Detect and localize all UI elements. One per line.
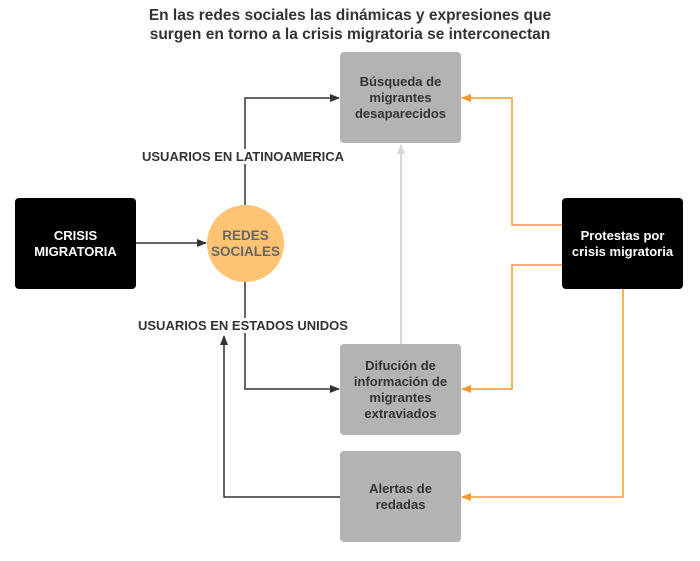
node-busqueda-migrantes[interactable]: Búsqueda de migrantes desaparecidos	[340, 52, 461, 143]
node-alertas-line-1: Alertas de	[369, 480, 432, 496]
title-line-1: En las redes sociales las dinámicas y ex…	[148, 7, 552, 24]
node-difusion-line-3: migrantes	[369, 389, 432, 405]
edge-protestas-to-busqueda	[461, 94, 562, 226]
node-crisis-line-1: CRISIS	[53, 227, 98, 243]
node-difusion-line-1: Difución de	[365, 357, 436, 373]
edge-protestas-to-difusion	[461, 264, 562, 393]
node-alertas-redadas[interactable]: Alertas de redadas	[340, 451, 461, 542]
edge-alertas-to-usuarios-usa	[220, 335, 340, 498]
node-redes-sociales[interactable]: REDES SOCIALES	[207, 205, 284, 282]
node-redes-line-1: REDES	[222, 227, 269, 243]
node-protestas-line-2: crisis migratoria	[571, 243, 674, 259]
node-difusion-line-2: información de	[353, 373, 448, 389]
node-busqueda-line-3: desaparecidos	[354, 105, 447, 121]
node-crisis-line-2: MIGRATORIA	[34, 243, 117, 259]
node-protestas-crisis[interactable]: Protestas por crisis migratoria	[562, 198, 683, 289]
diagram-title: En las redes sociales las dinámicas y ex…	[0, 6, 700, 44]
title-line-2: surgen en torno a la crisis migratoria s…	[149, 26, 551, 43]
node-crisis-migratoria[interactable]: CRISIS MIGRATORIA	[15, 198, 136, 289]
edge-redes-to-difusion	[244, 281, 340, 393]
node-busqueda-line-2: migrantes	[369, 89, 432, 105]
edge-protestas-to-alertas	[461, 289, 624, 501]
edge-redes-to-busqueda	[244, 94, 340, 205]
node-protestas-line-1: Protestas por	[580, 227, 665, 243]
node-busqueda-line-1: Búsqueda de	[359, 73, 442, 89]
edge-label-latam: USUARIOS EN LATINOAMERICA	[140, 149, 346, 164]
node-difusion-informacion[interactable]: Difución de información de migrantes ext…	[340, 344, 461, 435]
node-redes-line-2: SOCIALES	[210, 243, 280, 259]
node-difusion-line-4: extraviados	[364, 405, 437, 421]
edge-label-usa: USUARIOS EN ESTADOS UNIDOS	[136, 318, 350, 333]
node-alertas-line-2: redadas	[375, 496, 426, 512]
